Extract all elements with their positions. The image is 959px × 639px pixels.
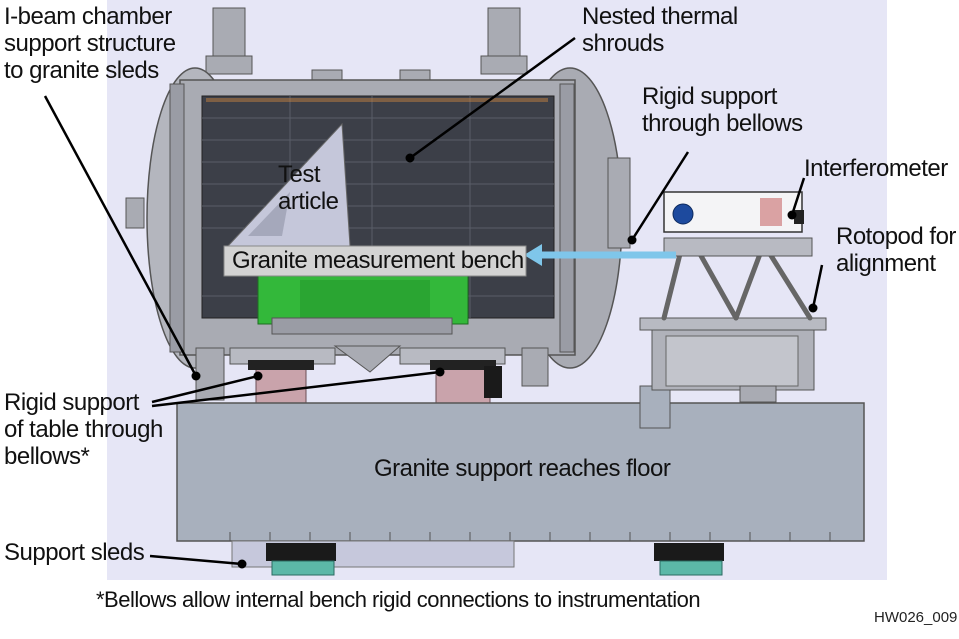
leader-dots <box>191 153 818 569</box>
ibeam-support-line: to granite sleds <box>4 56 159 84</box>
table-bellows <box>248 360 502 405</box>
bench-label-box <box>223 245 527 277</box>
leader-lines <box>43 36 824 566</box>
interferometer-label: Interferometer <box>804 155 948 183</box>
bellows-arrow <box>524 244 676 266</box>
thermal-shrouds-line: shrouds <box>582 29 664 57</box>
rotopod-line: Rotopod for <box>836 223 956 250</box>
rotopod-label: Rotopod for alignment <box>836 223 956 278</box>
rigid-bellows-line: through bellows <box>642 109 803 137</box>
footnote-text: *Bellows allow internal bench rigid conn… <box>96 587 701 612</box>
internal-green-support <box>257 271 469 335</box>
table-support-line: of table through <box>4 415 163 443</box>
rotopod <box>639 237 827 403</box>
support-sleds-text: Support sleds <box>4 539 145 566</box>
ibeam-support-line: support structure <box>4 29 176 57</box>
rigid-bellows-label: Rigid support through bellows <box>642 83 803 138</box>
granite-floor-text: Granite support reaches floor <box>374 455 671 482</box>
thermal-shrouds-line: Nested thermal <box>582 3 738 30</box>
interferometer <box>663 191 804 233</box>
footnote: *Bellows allow internal bench rigid conn… <box>96 587 701 613</box>
support-sleds-label: Support sleds <box>4 539 145 567</box>
test-article-line: Test <box>278 161 321 188</box>
ibeam-support-line: I-beam chamber <box>4 3 172 30</box>
granite-support <box>176 385 865 542</box>
rigid-bellows-line: Rigid support <box>642 83 777 110</box>
bench-text: Granite measurement bench <box>232 247 524 274</box>
table-support-line: Rigid support <box>4 389 139 416</box>
bench-label: Granite measurement bench <box>232 247 524 275</box>
thermal-shrouds-label: Nested thermal shrouds <box>582 3 738 58</box>
granite-floor-label: Granite support reaches floor <box>374 455 671 483</box>
test-article-cutout <box>248 192 290 236</box>
figure-id-text: HW026_009 <box>874 609 958 626</box>
test-article-line: article <box>278 187 339 215</box>
support-sled-structure <box>231 540 724 576</box>
rotopod-line: alignment <box>836 249 936 277</box>
table-support-label: Rigid support of table through bellows* <box>4 389 163 471</box>
test-article-label: Test article <box>278 161 339 216</box>
figure-id: HW026_009 <box>874 609 958 627</box>
table-support-line: bellows* <box>4 442 90 470</box>
interferometer-text: Interferometer <box>804 155 948 182</box>
ibeam-support-label: I-beam chamber support structure to gran… <box>4 3 176 85</box>
